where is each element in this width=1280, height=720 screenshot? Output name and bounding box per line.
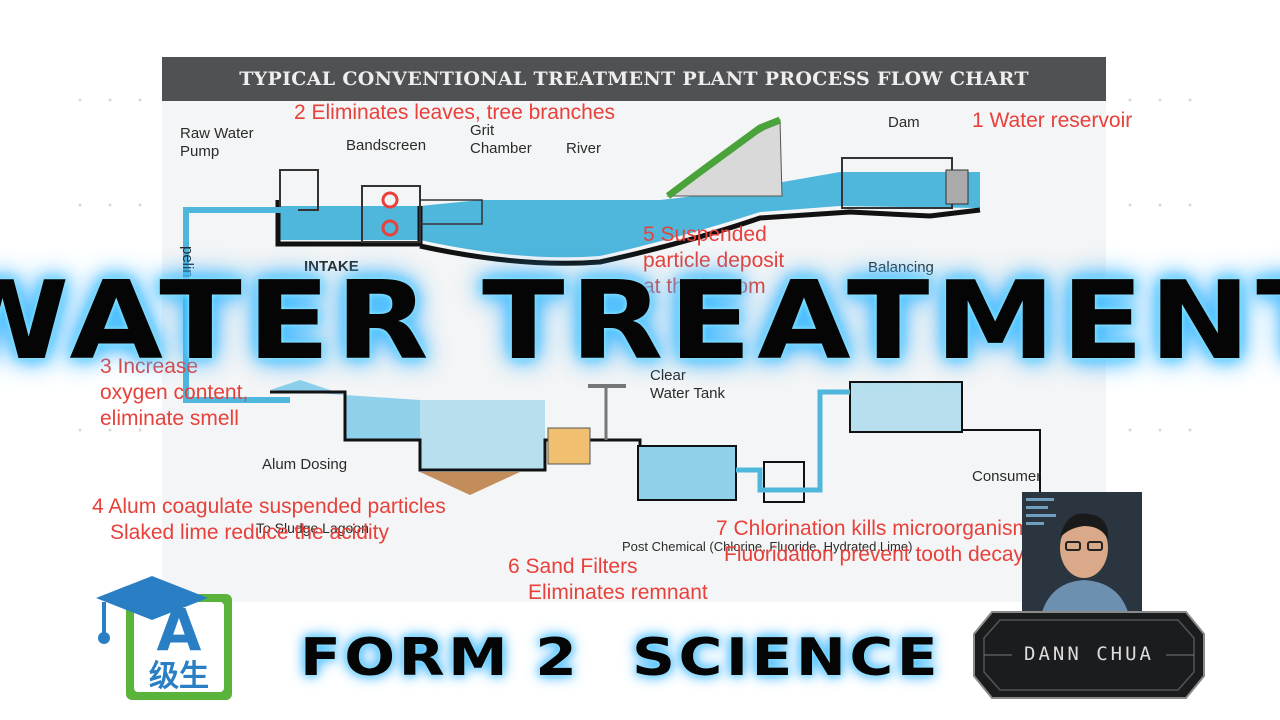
channel-badge [973, 611, 1205, 699]
badge-text: DANN CHUA [1024, 643, 1154, 665]
hill-grass [665, 116, 782, 199]
lower-outline [270, 390, 642, 472]
label-intake: INTAKE [304, 258, 359, 275]
pipeline [183, 207, 298, 403]
consumer-pipe [962, 429, 1041, 510]
overlay-title: WATER TREATMENT [0, 259, 1280, 384]
riverbed [419, 207, 981, 266]
label-balancing-reservoir: Balancing [868, 259, 934, 276]
annotation-1: 1 Water reservoir [972, 109, 1133, 132]
label-sludge-lagoon: To Sludge Lagoon [256, 520, 369, 536]
chlorine-tank [763, 461, 805, 503]
svg-text:级生: 级生 [149, 659, 209, 694]
footer-science: SCIENCE [632, 628, 941, 688]
sludge [420, 472, 520, 495]
treated-pipe [736, 389, 850, 493]
pump-house [279, 169, 319, 211]
chart-title: TYPICAL CONVENTIONAL TREATMENT PLANT PRO… [162, 57, 1106, 101]
annotation-2: 2 Eliminates leaves, tree branches [294, 101, 615, 124]
label-post-chemical: Post Chemical (Chlorine, Fluoride, Hydra… [622, 539, 913, 554]
label-bandscreen: Bandscreen [346, 137, 427, 154]
logo-icon: A 级生 [96, 576, 232, 700]
sed-tank [420, 400, 545, 470]
label-dam: Dam [888, 114, 920, 131]
river-water [420, 172, 980, 258]
presenter-avatar [1022, 492, 1142, 612]
chart-panel [162, 57, 1106, 602]
label-consumer: Consumer [972, 468, 1042, 485]
intake-channel [278, 206, 478, 240]
balancing-reservoir [849, 381, 963, 433]
clear-water-tank [637, 445, 737, 501]
grit-chamber [419, 199, 483, 225]
footer-form-2: FORM 2 [300, 628, 581, 688]
dam-gate [945, 169, 969, 205]
label-alum-dosing: Alum Dosing [262, 456, 348, 473]
label-river: River [566, 140, 602, 157]
svg-text:A: A [157, 596, 202, 664]
filter-box [547, 427, 591, 465]
